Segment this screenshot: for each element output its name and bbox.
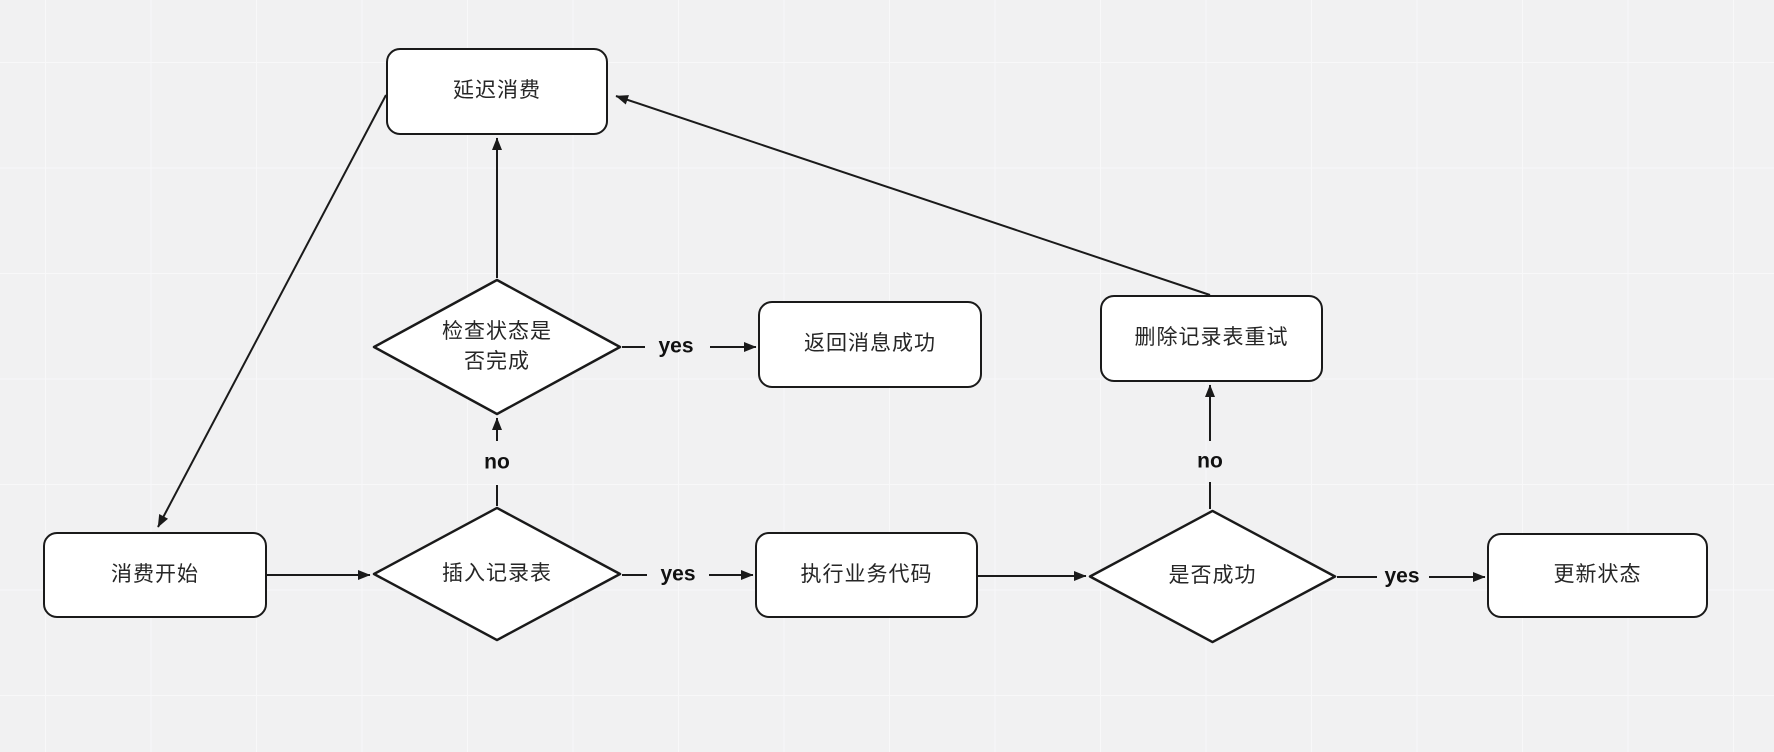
edge-label-no-insert-to-check[interactable]: no (484, 450, 510, 474)
diamond-shape (372, 506, 622, 642)
edge-label-yes-check-to-return[interactable]: yes (658, 334, 694, 358)
node-delay-consume[interactable]: 延迟消费 (386, 48, 608, 135)
node-insert-record-table-label: 插入记录表 (442, 561, 552, 585)
node-consume-start-label: 消费开始 (111, 562, 199, 586)
node-check-status-complete-label: 检查状态是 否完成 (442, 319, 552, 373)
edge-label-yes-insert-to-execute[interactable]: yes (660, 562, 696, 586)
node-delay-consume-label: 延迟消费 (453, 79, 541, 103)
node-execute-business-code-label: 执行业务代码 (800, 562, 933, 586)
node-check-status-complete[interactable]: 检查状态是 否完成 (372, 278, 622, 416)
node-return-message-success-label: 返回消息成功 (804, 332, 936, 356)
node-return-message-success[interactable]: 返回消息成功 (758, 301, 982, 388)
node-consume-start[interactable]: 消费开始 (43, 532, 267, 618)
node-delete-record-retry-label: 删除记录表重试 (1134, 326, 1289, 350)
edge-label-yes-success-to-update[interactable]: yes (1384, 564, 1420, 588)
diamond-shape (1088, 509, 1337, 644)
edge-label-no-success-to-delete[interactable]: no (1197, 449, 1223, 473)
edge-delay-to-start[interactable] (157, 94, 387, 528)
node-delete-record-retry[interactable]: 删除记录表重试 (1100, 295, 1323, 382)
edge-delete-to-delay[interactable] (615, 95, 1211, 296)
node-update-status-label: 更新状态 (1553, 563, 1642, 587)
node-update-status[interactable]: 更新状态 (1487, 533, 1708, 618)
node-insert-record-table[interactable]: 插入记录表 (372, 506, 622, 642)
node-is-success[interactable]: 是否成功 (1088, 509, 1337, 644)
node-execute-business-code[interactable]: 执行业务代码 (755, 532, 978, 618)
diamond-shape (372, 278, 622, 416)
node-is-success-label: 是否成功 (1168, 564, 1257, 588)
